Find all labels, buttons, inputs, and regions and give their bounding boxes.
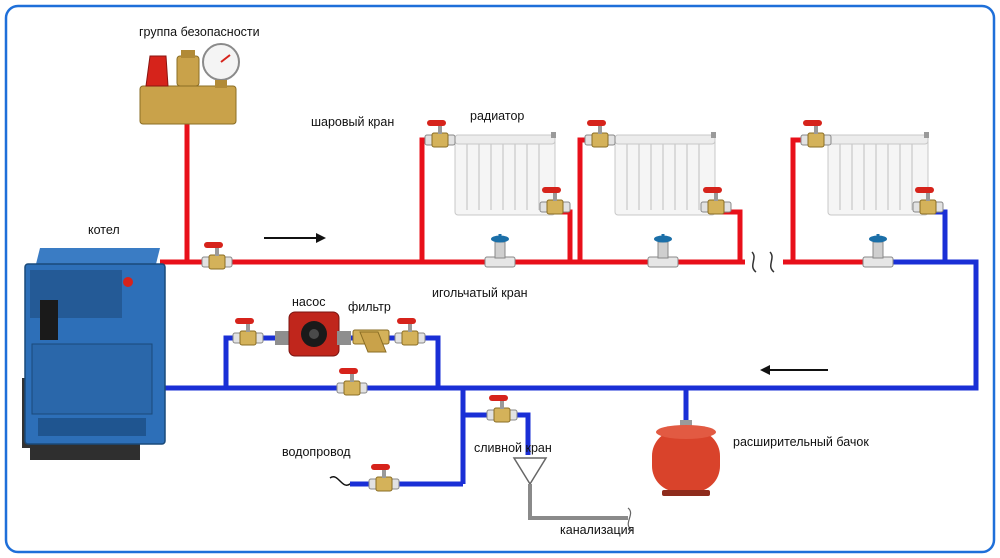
label-pump: насос <box>292 295 325 309</box>
safety-group-icon <box>139 43 240 125</box>
label-ball-valve: шаровый кран <box>311 115 394 129</box>
label-boiler: котел <box>88 223 120 237</box>
expansion-tank-icon <box>652 420 720 496</box>
boiler-icon <box>22 248 166 460</box>
label-needle-valve: игольчатый кран <box>432 286 528 300</box>
drain-funnel-icon <box>512 457 633 531</box>
label-safety-group: группа безопасности <box>139 25 260 39</box>
label-sewer: канализация <box>560 523 634 537</box>
filter-icon <box>352 329 390 353</box>
label-filter: фильтр <box>348 300 391 314</box>
flow-arrow-icon <box>264 233 326 243</box>
label-water-supply: водопровод <box>282 445 351 459</box>
pump-icon <box>275 311 351 357</box>
diagram-frame <box>4 4 996 554</box>
label-drain-valve: сливной кран <box>474 441 552 455</box>
label-radiator: радиатор <box>470 109 524 123</box>
pipe-break-icon <box>751 251 775 273</box>
flow-arrow-icon <box>760 365 828 375</box>
water-supply-inlet <box>329 476 360 486</box>
label-expansion-tank: расширительный бачок <box>733 435 869 449</box>
